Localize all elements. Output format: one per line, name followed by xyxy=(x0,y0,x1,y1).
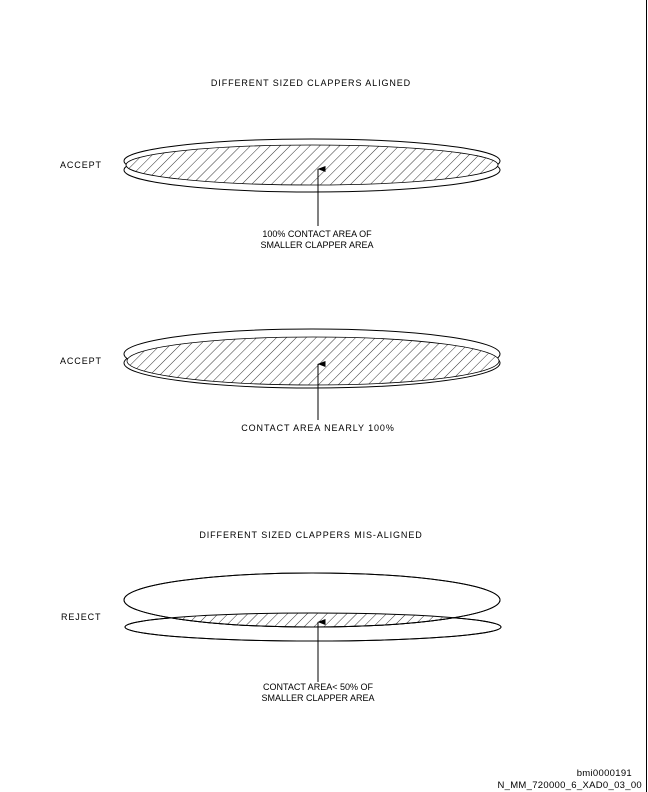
callout-line-1: 100% CONTACT AREA OF xyxy=(262,229,372,239)
case-aligned-nearly-full-contact: ACCEPT CONTACT AREA NEARLY 100% xyxy=(60,328,501,433)
heading-aligned: DIFFERENT SIZED CLAPPERS ALIGNED xyxy=(211,78,411,88)
contact-area-hatched xyxy=(126,336,500,386)
figure-id: bmi0000191 xyxy=(577,768,632,779)
case-misaligned-partial-contact: REJECT CONTACT AREA< 50% OF SMALLER CLAP… xyxy=(61,572,502,703)
verdict-label: ACCEPT xyxy=(60,356,102,366)
lower-clapper-edge xyxy=(124,612,502,642)
callout-line-1: CONTACT AREA NEARLY 100% xyxy=(241,423,394,433)
verdict-label: REJECT xyxy=(61,612,101,622)
verdict-label: ACCEPT xyxy=(60,160,102,170)
page-border-right xyxy=(646,0,647,792)
callout-line-2: SMALLER CLAPPER AREA xyxy=(260,240,373,250)
heading-misaligned: DIFFERENT SIZED CLAPPERS MIS-ALIGNED xyxy=(199,530,422,540)
upper-clapper-edge xyxy=(123,572,501,628)
callout-line-1: CONTACT AREA< 50% OF xyxy=(263,682,373,692)
contact-area-hatched xyxy=(125,144,499,186)
case-aligned-full-contact: ACCEPT 100% CONTACT AREA OF SMALLER CLAP… xyxy=(60,138,501,250)
callout-line-2: SMALLER CLAPPER AREA xyxy=(261,693,374,703)
drawing-reference: N_MM_720000_6_XAD0_03_00 xyxy=(497,780,642,791)
